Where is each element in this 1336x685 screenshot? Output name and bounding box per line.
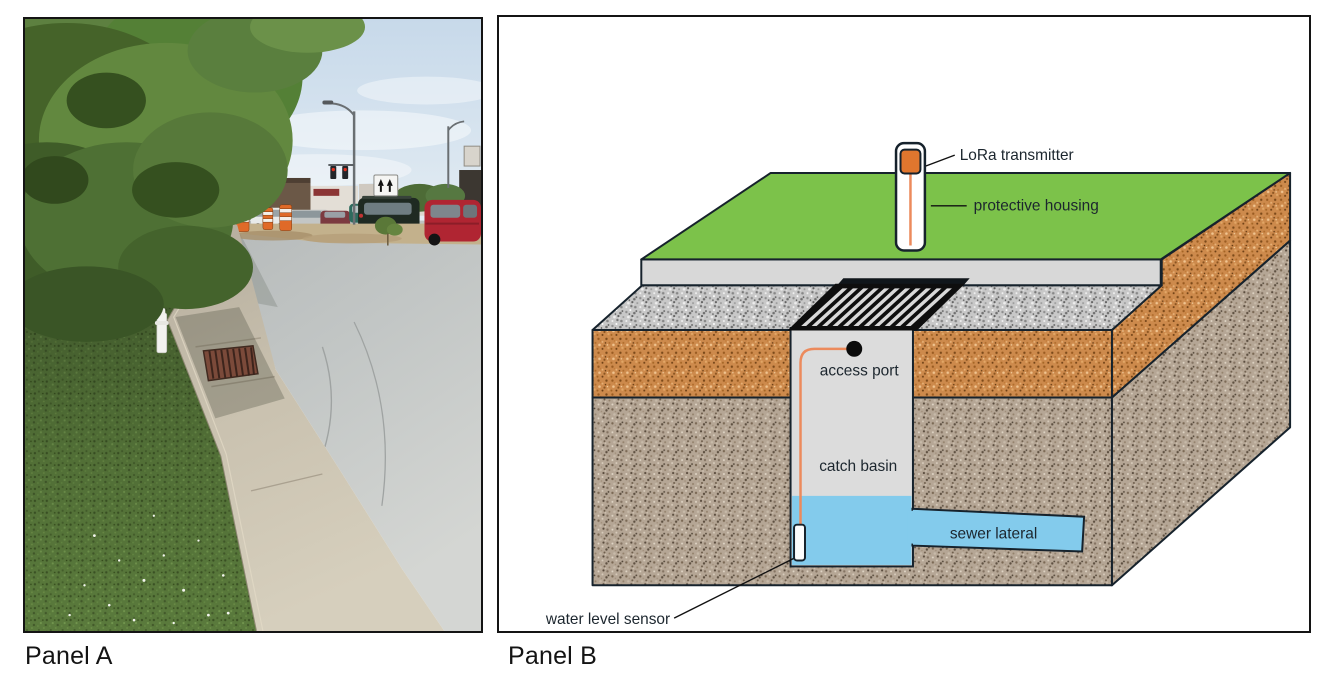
grass-flowers xyxy=(68,514,230,625)
water-level-sensor xyxy=(793,523,806,562)
label-catch-basin: catch basin xyxy=(819,458,897,475)
water xyxy=(792,495,912,565)
panel-a-caption: Panel A xyxy=(25,642,113,670)
panel-b-caption: Panel B xyxy=(508,642,597,670)
sensor-cable xyxy=(799,347,849,525)
streetlight-head xyxy=(322,100,334,105)
pipe-junction xyxy=(907,510,916,544)
roadside-sign xyxy=(463,145,481,167)
label-access-port: access port xyxy=(820,363,900,380)
annotations: LoRa transmitter protective housing acce… xyxy=(545,147,1099,628)
label-sewer-lateral: sewer lateral xyxy=(950,526,1037,543)
access-port-dot xyxy=(846,340,863,357)
grate-slats xyxy=(800,288,953,326)
protective-housing xyxy=(894,141,927,252)
panel-a-photo xyxy=(23,17,483,633)
traffic-signal xyxy=(342,166,349,179)
lora-transmitter xyxy=(899,148,922,175)
drain-grate xyxy=(787,278,970,331)
asphalt-road xyxy=(109,220,481,631)
traffic-signal xyxy=(330,166,337,179)
arrow-sign xyxy=(373,174,399,197)
street-photo xyxy=(25,19,481,631)
red-suv xyxy=(424,199,481,246)
label-water-level-sensor: water level sensor xyxy=(545,611,670,628)
tree xyxy=(25,19,366,342)
panel-b-diagram: LoRa transmitter protective housing acce… xyxy=(497,15,1311,633)
leader-lines xyxy=(673,154,967,619)
label-protective-housing: protective housing xyxy=(974,198,1099,215)
catch-basin-diagram: LoRa transmitter protective housing acce… xyxy=(545,141,1292,628)
grass-surface xyxy=(640,171,1292,261)
label-lora-transmitter: LoRa transmitter xyxy=(960,147,1074,164)
storm-drain-grate xyxy=(202,345,259,382)
